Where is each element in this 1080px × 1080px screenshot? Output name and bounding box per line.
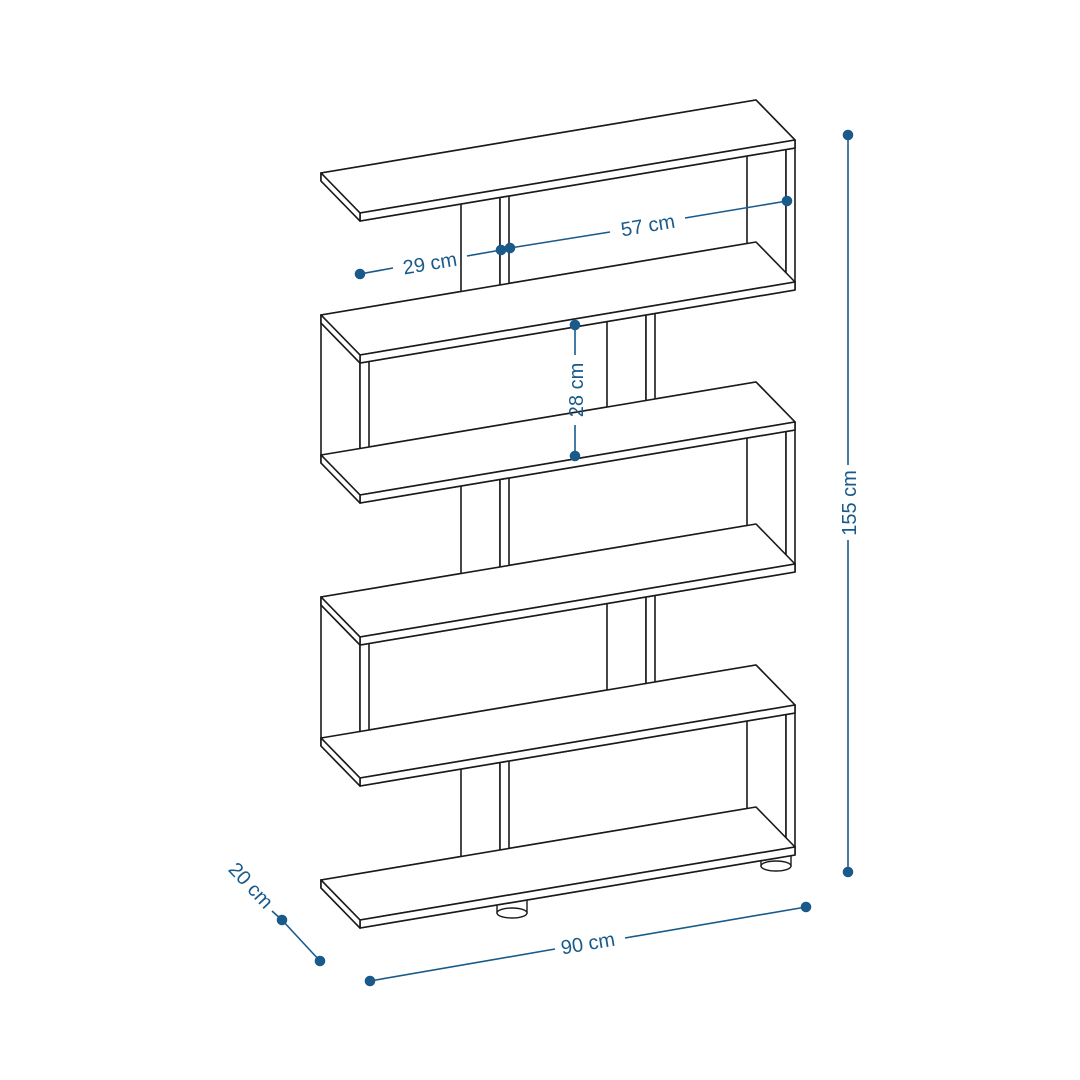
- compartment-right-label: 57 cm: [619, 211, 676, 242]
- dimension-dot: [504, 242, 516, 254]
- dimension-dot: [781, 195, 793, 207]
- dimension-dot: [276, 914, 288, 926]
- dimension-dot: [569, 319, 581, 331]
- dimension-dot: [314, 955, 326, 967]
- compartment-left-label: 29 cm: [401, 249, 458, 280]
- depth-line: [281, 919, 321, 962]
- width-line: [624, 906, 807, 939]
- depth-label: 20 cm: [224, 858, 277, 913]
- dimension-dot: [364, 975, 376, 987]
- compartment-right-line: [509, 231, 611, 249]
- shelf-board-side: [320, 737, 361, 787]
- compartment-left-line: [466, 249, 502, 257]
- shelf-board-side: [320, 454, 361, 504]
- dimension-dot: [842, 129, 854, 141]
- compartment-height-label: 28 cm: [566, 363, 588, 417]
- dimension-dot: [800, 901, 812, 913]
- height-label: 155 cm: [839, 470, 861, 536]
- width-line: [369, 948, 556, 982]
- shelf-board-side: [320, 172, 361, 222]
- dimension-dot: [354, 268, 366, 280]
- width-label: 90 cm: [559, 929, 616, 960]
- compartment-left-line: [359, 267, 394, 275]
- dimension-dot: [842, 866, 854, 878]
- shelf-board-side: [320, 879, 361, 929]
- compartment-right-line: [684, 200, 788, 219]
- shelf-board-side: [320, 314, 361, 364]
- dimension-dot: [495, 244, 507, 256]
- dimension-dot: [569, 450, 581, 462]
- shelf-board-side: [320, 596, 361, 646]
